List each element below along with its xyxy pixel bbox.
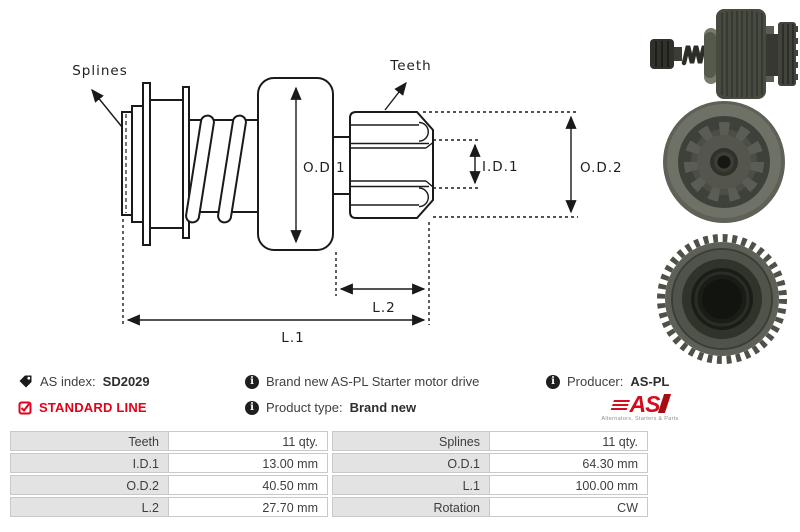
spec-label: O.D.2 bbox=[10, 475, 169, 495]
logo-stripes-icon bbox=[609, 400, 630, 412]
spec-value: 64.30 mm bbox=[490, 453, 648, 473]
splines-label: Splines bbox=[72, 63, 128, 79]
as-index-value: SD2029 bbox=[102, 374, 150, 389]
dimension-lines bbox=[91, 81, 578, 326]
standard-line-badge: STANDARD LINE bbox=[39, 400, 147, 415]
info-icon: i bbox=[546, 374, 560, 389]
logo-text: AS bbox=[629, 391, 661, 417]
l1-label: L.1 bbox=[281, 330, 304, 346]
photo-front-view bbox=[663, 101, 785, 223]
od1-label: O.D.1 bbox=[303, 160, 346, 176]
part-outline bbox=[121, 77, 434, 251]
description-row: i Brand new AS-PL Starter motor drive bbox=[245, 374, 479, 389]
product-description: Brand new AS-PL Starter motor drive bbox=[266, 374, 480, 389]
spec-value: 100.00 mm bbox=[490, 475, 648, 495]
product-type-value: Brand new bbox=[349, 400, 417, 415]
pinion-teeth-detail bbox=[350, 121, 434, 208]
spec-label: L.2 bbox=[10, 497, 169, 517]
id1-label: I.D.1 bbox=[482, 159, 519, 175]
producer-row: i Producer: AS-PL bbox=[546, 374, 669, 389]
producer-label: Producer: bbox=[567, 374, 624, 389]
spec-label: Teeth bbox=[10, 431, 169, 451]
as-pl-logo: AS Alternators, Starters & Parts bbox=[592, 391, 688, 423]
l2-label: L.2 bbox=[372, 300, 395, 316]
as-index-label: AS index: bbox=[40, 374, 96, 389]
product-type-row: i Product type: Brand new bbox=[245, 400, 416, 415]
producer-value: AS-PL bbox=[630, 374, 670, 389]
spec-label: O.D.1 bbox=[332, 453, 490, 473]
product-type-label: Product type: bbox=[266, 400, 343, 415]
as-index-row: AS index: SD2029 bbox=[18, 374, 150, 389]
spec-label: L.1 bbox=[332, 475, 490, 495]
photo-rear-view bbox=[657, 234, 787, 364]
spec-value: 11 qty. bbox=[490, 431, 648, 451]
spec-label: Rotation bbox=[332, 497, 490, 517]
spec-table: Teeth 11 qty. Splines 11 qty. I.D.1 13.0… bbox=[10, 431, 648, 517]
info-icon: i bbox=[245, 374, 259, 389]
spec-label: I.D.1 bbox=[10, 453, 169, 473]
teeth-label: Teeth bbox=[389, 58, 431, 74]
od2-label: O.D.2 bbox=[580, 160, 623, 176]
spec-value: 13.00 mm bbox=[169, 453, 328, 473]
spec-label: Splines bbox=[332, 431, 490, 451]
spec-value: 11 qty. bbox=[169, 431, 328, 451]
photo-side-view bbox=[650, 9, 798, 99]
checkbox-checked-icon bbox=[18, 401, 32, 415]
tag-icon bbox=[18, 374, 33, 389]
technical-drawing: Splines Teeth O.D.1 I.D.1 O.D.2 L.2 L.1 bbox=[72, 58, 623, 346]
product-photos bbox=[638, 0, 800, 372]
starter-drive-diagram: Splines Teeth O.D.1 I.D.1 O.D.2 L.2 L.1 bbox=[72, 58, 623, 346]
info-icon: i bbox=[245, 400, 259, 415]
spec-value: 27.70 mm bbox=[169, 497, 328, 517]
spec-value: 40.50 mm bbox=[169, 475, 328, 495]
standard-line-row: STANDARD LINE bbox=[18, 400, 147, 415]
logo-bar-icon bbox=[658, 394, 672, 413]
logo-caption: Alternators, Starters & Parts bbox=[601, 416, 679, 422]
spec-value: CW bbox=[490, 497, 648, 517]
